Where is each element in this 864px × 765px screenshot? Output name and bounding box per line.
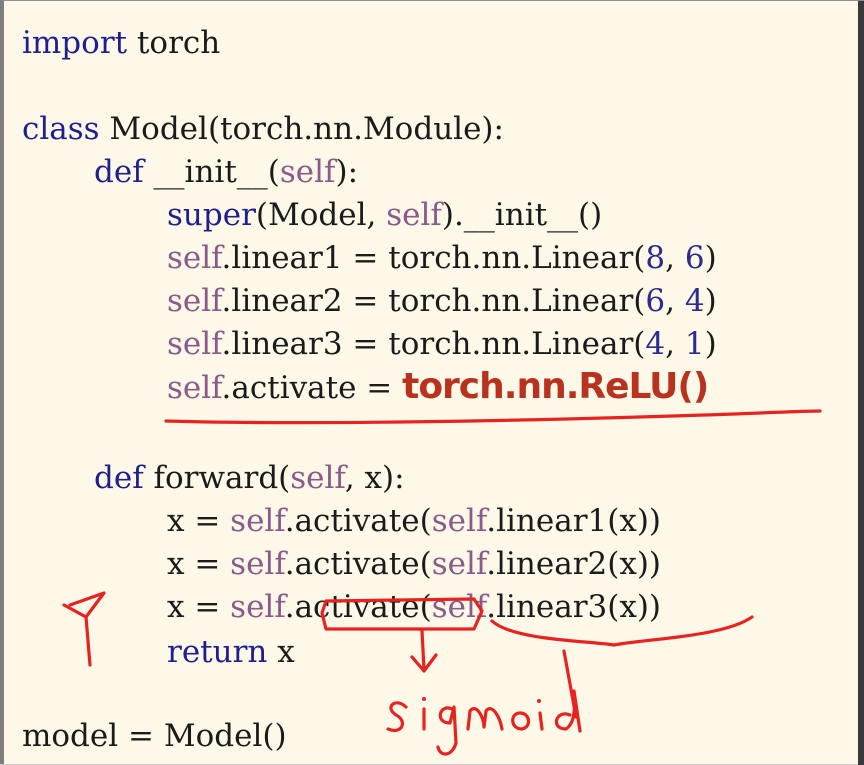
self-token: self — [167, 283, 222, 319]
self-token: self — [279, 154, 336, 190]
window-edge — [858, 1, 864, 765]
code-text: , — [665, 240, 685, 276]
self-token: self — [431, 503, 487, 539]
code-text: x = — [167, 589, 231, 625]
code-line-def-forward: def forward(self, x): — [94, 458, 405, 498]
code-line-def-init: def __init__(self): — [94, 152, 358, 192]
self-token: self — [167, 240, 222, 276]
keyword: return — [167, 634, 268, 670]
code-line-return: return x — [167, 632, 295, 672]
code-text: .activate( — [284, 546, 432, 582]
self-token: self — [230, 589, 285, 625]
number: 4 — [645, 326, 666, 362]
code-text: , x): — [344, 460, 405, 496]
code-line-forward-3: x = self.activate(self.linear3(x)) — [167, 587, 661, 627]
code-line-linear2: self.linear2 = torch.nn.Linear(6, 4) — [167, 281, 717, 321]
self-token: self — [431, 589, 487, 625]
code-text: forward( — [143, 460, 291, 496]
code-text: ) — [704, 326, 717, 362]
code-text: .activate = — [221, 370, 403, 406]
number: 4 — [684, 283, 705, 319]
code-text: ): — [335, 154, 359, 190]
code-text: (Model, — [255, 197, 387, 233]
code-line-linear3: self.linear3 = torch.nn.Linear(4, 1) — [167, 324, 717, 364]
code-line-model: model = Model() — [22, 716, 287, 756]
keyword: def — [94, 154, 144, 190]
self-token: self — [167, 370, 222, 406]
code-text: ) — [704, 283, 717, 319]
code-text: , — [665, 326, 685, 362]
code-text: x — [267, 634, 295, 670]
code-line-activate: self.activate = torch.nn.ReLU() — [167, 366, 709, 407]
self-token: self — [431, 546, 487, 582]
relu-highlight: torch.nn.ReLU() — [402, 366, 709, 407]
keyword: def — [94, 460, 144, 496]
self-token: self — [230, 546, 285, 582]
code-text: .linear3(x)) — [486, 589, 662, 625]
code-text: ).__init__() — [441, 197, 603, 233]
code-text: x = — [167, 546, 231, 582]
number: 1 — [684, 326, 705, 362]
number: 6 — [684, 240, 705, 276]
self-token: self — [290, 460, 345, 496]
code-line-class: class Model(torch.nn.Module): — [22, 109, 504, 149]
code-text: .linear2 = torch.nn.Linear( — [221, 283, 646, 319]
keyword: import — [22, 25, 128, 61]
code-text: .activate( — [284, 589, 432, 625]
code-text: .activate( — [284, 503, 432, 539]
code-text: .linear2(x)) — [486, 546, 662, 582]
code-line-super: super(Model, self).__init__() — [167, 195, 602, 235]
keyword: class — [22, 111, 100, 147]
code-text: x = — [167, 503, 231, 539]
code-text: , — [665, 283, 685, 319]
self-token: self — [167, 326, 222, 362]
code-text: model = Model() — [22, 718, 287, 754]
self-token: self — [386, 197, 442, 233]
code-text: Model(torch.nn.Module): — [99, 111, 504, 147]
code-line-forward-1: x = self.activate(self.linear1(x)) — [167, 501, 661, 541]
keyword: super — [167, 197, 256, 233]
code-line-forward-2: x = self.activate(self.linear2(x)) — [167, 544, 661, 584]
code-text: __init__( — [143, 154, 280, 190]
code-line-import: import torch — [22, 23, 220, 63]
code-block: import torch class Model(torch.nn.Module… — [22, 1, 862, 765]
code-line-linear1: self.linear1 = torch.nn.Linear(8, 6) — [167, 238, 717, 278]
code-text: .linear3 = torch.nn.Linear( — [221, 326, 646, 362]
number: 8 — [645, 240, 666, 276]
code-text: torch — [127, 25, 221, 61]
self-token: self — [230, 503, 285, 539]
code-text: ) — [704, 240, 717, 276]
code-text: .linear1(x)) — [486, 503, 662, 539]
number: 6 — [645, 283, 666, 319]
code-text: .linear1 = torch.nn.Linear( — [221, 240, 646, 276]
